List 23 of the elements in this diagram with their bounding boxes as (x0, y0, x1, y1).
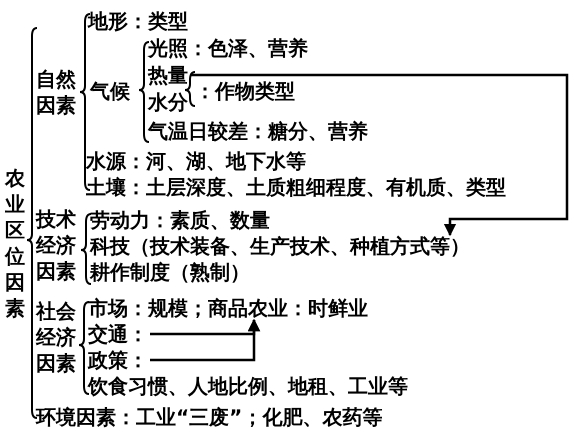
topic-text: 政策： (88, 347, 148, 373)
factor-text: 耕作制度（熟制） (90, 259, 250, 285)
factor-text: 饮食习惯、人地比例、地租、工业等 (88, 373, 408, 399)
factor-text: 水分 (148, 89, 188, 115)
factor-text: 气候 (90, 78, 130, 104)
category-heading: 农业区位因素 (5, 165, 26, 321)
category-heading: 技术经济因素 (36, 206, 77, 284)
factor-text: 水源：河、湖、地下水等 (86, 148, 306, 174)
arrow (190, 74, 568, 236)
factor-text: 光照：色泽、营养 (148, 35, 308, 61)
topic-text: 交通： (88, 321, 148, 347)
factor-text: 劳动力：素质、数量 (90, 207, 270, 233)
factor-text: 气温日较差：糖分、营养 (148, 118, 368, 144)
factor-text: 地形：类型 (88, 8, 188, 34)
topic-text: 科技（技术装备、生产技术、种植方式等） (90, 233, 470, 259)
factor-text: 土壤：土层深度、土质粗细程度、有机质、类型 (86, 174, 506, 200)
factor-text: ：作物类型 (195, 78, 295, 104)
arrow (150, 318, 260, 362)
category-heading: 自然因素 (36, 66, 77, 118)
topic-text: 热量 (148, 62, 188, 88)
topic-text: 市场：规模；商品农业：时鲜业 (88, 295, 368, 321)
category-heading: 社会经济因素 (36, 298, 77, 376)
factor-text: 环境因素：工业“三废”；化肥、农药等 (36, 404, 382, 430)
